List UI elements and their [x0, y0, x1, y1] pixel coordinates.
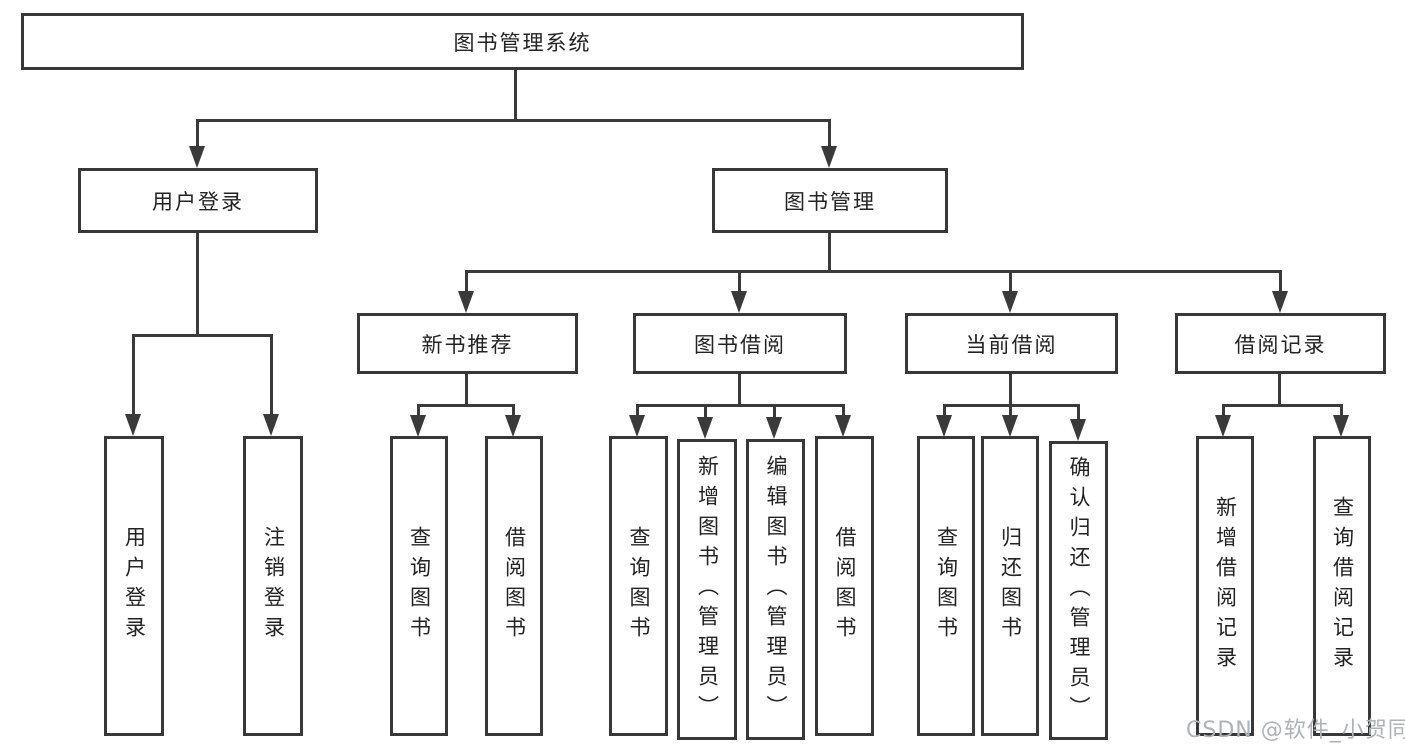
node-book-management: 图书管理 [712, 168, 948, 233]
arrowhead-down-icon [1215, 415, 1231, 437]
leaf-return-books: 归还图书 [981, 436, 1039, 736]
connector-vertical [1222, 404, 1225, 417]
connector-vertical [828, 119, 831, 148]
connector-vertical [943, 404, 946, 417]
leaf-query-borrow-record: 查询借阅记录 [1313, 436, 1371, 736]
connector-horizontal [417, 404, 515, 407]
arrowhead-down-icon [125, 414, 141, 436]
connector-vertical [1279, 270, 1282, 293]
leaf-query-books-current: 查询图书 [917, 436, 975, 736]
arrowhead-down-icon [410, 415, 426, 437]
arrowhead-down-icon [458, 291, 474, 313]
arrowhead-down-icon [505, 415, 521, 437]
connector-vertical [842, 404, 845, 417]
arrowhead-down-icon [1002, 415, 1018, 437]
arrowhead-down-icon [1002, 291, 1018, 313]
node-library-management-system: 图书管理系统 [21, 13, 1024, 70]
leaf-query-books-recommend: 查询图书 [390, 436, 448, 736]
arrowhead-down-icon [263, 414, 279, 436]
connector-vertical [738, 270, 741, 293]
connector-vertical [636, 404, 639, 417]
connector-vertical [738, 374, 741, 407]
connector-vertical [1278, 374, 1281, 407]
connector-vertical [132, 334, 135, 416]
connector-vertical [514, 70, 517, 122]
arrowhead-down-icon [835, 415, 851, 437]
connector-vertical [773, 404, 776, 419]
leaf-add-books-admin: 新增图书（管理员） [677, 439, 737, 740]
arrowhead-down-icon [1333, 415, 1349, 437]
connector-horizontal [636, 404, 845, 407]
connector-horizontal [465, 270, 1282, 273]
arrowhead-down-icon [821, 146, 837, 168]
connector-vertical [1077, 404, 1080, 421]
arrowhead-down-icon [1070, 419, 1086, 441]
leaf-query-books-borrowing: 查询图书 [609, 436, 668, 736]
leaf-confirm-return-admin: 确认归还（管理员） [1049, 441, 1108, 740]
watermark: CSDN @软件_小贺同学 [1186, 718, 1405, 743]
arrowhead-down-icon [936, 415, 952, 437]
leaf-edit-books-admin: 编辑图书（管理员） [746, 439, 805, 740]
arrowhead-down-icon [731, 291, 747, 313]
node-book-borrowing: 图书借阅 [633, 313, 847, 374]
connector-horizontal [196, 119, 831, 122]
connector-vertical [465, 270, 468, 293]
connector-horizontal [132, 334, 273, 337]
arrowhead-down-icon [189, 146, 205, 168]
arrowhead-down-icon [629, 415, 645, 437]
connector-vertical [1009, 270, 1012, 293]
connector-vertical [512, 404, 515, 417]
connector-vertical [1009, 404, 1012, 417]
connector-horizontal [1222, 404, 1343, 407]
connector-vertical [417, 404, 420, 417]
connector-vertical [704, 404, 707, 419]
arrowhead-down-icon [697, 417, 713, 439]
arrowhead-down-icon [766, 417, 782, 439]
leaf-borrow-books: 借阅图书 [815, 436, 874, 736]
connector-vertical [196, 233, 199, 336]
node-current-borrowing: 当前借阅 [905, 313, 1118, 374]
node-borrow-records: 借阅记录 [1175, 313, 1386, 374]
connector-vertical [465, 374, 468, 407]
connector-vertical [828, 233, 831, 272]
connector-vertical [196, 119, 199, 148]
connector-vertical [1340, 404, 1343, 417]
connector-vertical [1009, 374, 1012, 407]
leaf-borrow-books-recommend: 借阅图书 [485, 436, 543, 736]
node-user-login: 用户登录 [78, 168, 318, 233]
connector-vertical [270, 334, 273, 416]
leaf-add-borrow-record: 新增借阅记录 [1196, 436, 1254, 736]
leaf-logout: 注销登录 [243, 436, 303, 736]
leaf-user-login: 用户登录 [104, 436, 164, 736]
arrowhead-down-icon [1272, 291, 1288, 313]
node-new-book-recommend: 新书推荐 [357, 313, 578, 374]
